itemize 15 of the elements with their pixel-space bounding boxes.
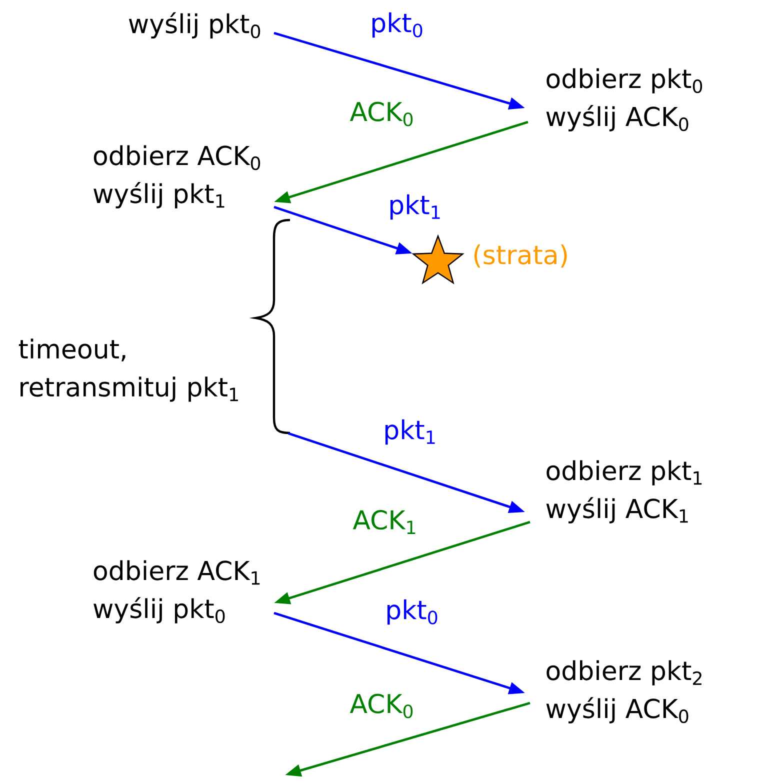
- event-text: odbierz pkt$_{1}$ wyślij ACK$_{1}$: [546, 460, 702, 524]
- event-text: odbierz ACK$_{0}$ wyślij pkt$_{1}$: [94, 145, 260, 208]
- edge-label: ACK$_{0}$: [350, 102, 413, 126]
- edge-label: pkt$_{1}$: [385, 419, 435, 445]
- event-text: wyślij pkt$_{0}$: [128, 12, 260, 38]
- loss-note: (strata): [474, 244, 567, 268]
- edge-label: pkt$_{0}$: [372, 12, 422, 38]
- edge-label: pkt$_{1}$: [390, 194, 440, 220]
- event-text: odbierz pkt$_{0}$ wyślij ACK$_{0}$: [546, 68, 702, 132]
- edge-label: pkt$_{0}$: [387, 599, 438, 625]
- edge-label: ACK$_{0}$: [350, 694, 413, 718]
- event-text: timeout, retransmituj pkt$_{1}$: [18, 338, 238, 402]
- event-text: odbierz pkt$_{2}$ wyślij ACK$_{0}$: [546, 660, 702, 724]
- event-text: odbierz ACK$_{1}$ wyślij pkt$_{0}$: [94, 560, 260, 624]
- edge-label: ACK$_{1}$: [352, 510, 416, 534]
